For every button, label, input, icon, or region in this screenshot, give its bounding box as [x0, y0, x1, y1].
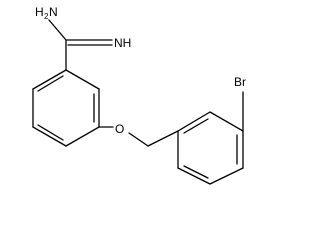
atom-label-h2n-sub: 2	[44, 12, 49, 21]
bond-ring1-inner-b	[37, 124, 64, 141]
bond-o-ch2	[128, 132, 149, 147]
bond-ring2-1	[177, 111, 211, 132]
molecule-structure: H 2 N NH O Br	[32, 5, 246, 185]
atom-label-br: Br	[234, 75, 246, 89]
bond-ch2-ring	[147, 130, 179, 147]
bond-ring2-4	[209, 167, 244, 185]
bond-ring2-5	[177, 167, 211, 185]
atom-label-nh: NH	[114, 36, 131, 50]
bond-ring2-inner-a	[183, 118, 209, 134]
bond-ring1-6	[32, 69, 67, 90]
bond-ring1-3	[65, 126, 100, 147]
amidine-group	[48, 19, 113, 71]
bond-ring1-4	[32, 126, 67, 147]
bond-ring2-2	[209, 111, 244, 132]
bond-c-nh2	[48, 19, 67, 41]
benzene-ring-left	[32, 69, 100, 147]
bond-ring1-inner-c	[37, 75, 64, 92]
bond-ring2-inner-c	[183, 165, 209, 179]
atom-label-h2n-n: N	[49, 5, 58, 19]
ether-linkage	[98, 126, 179, 147]
benzene-ring-right	[177, 91, 244, 185]
bond-ring1-1	[65, 69, 100, 90]
atom-label-o: O	[115, 122, 124, 136]
atom-label-h2n-h: H	[35, 5, 44, 19]
